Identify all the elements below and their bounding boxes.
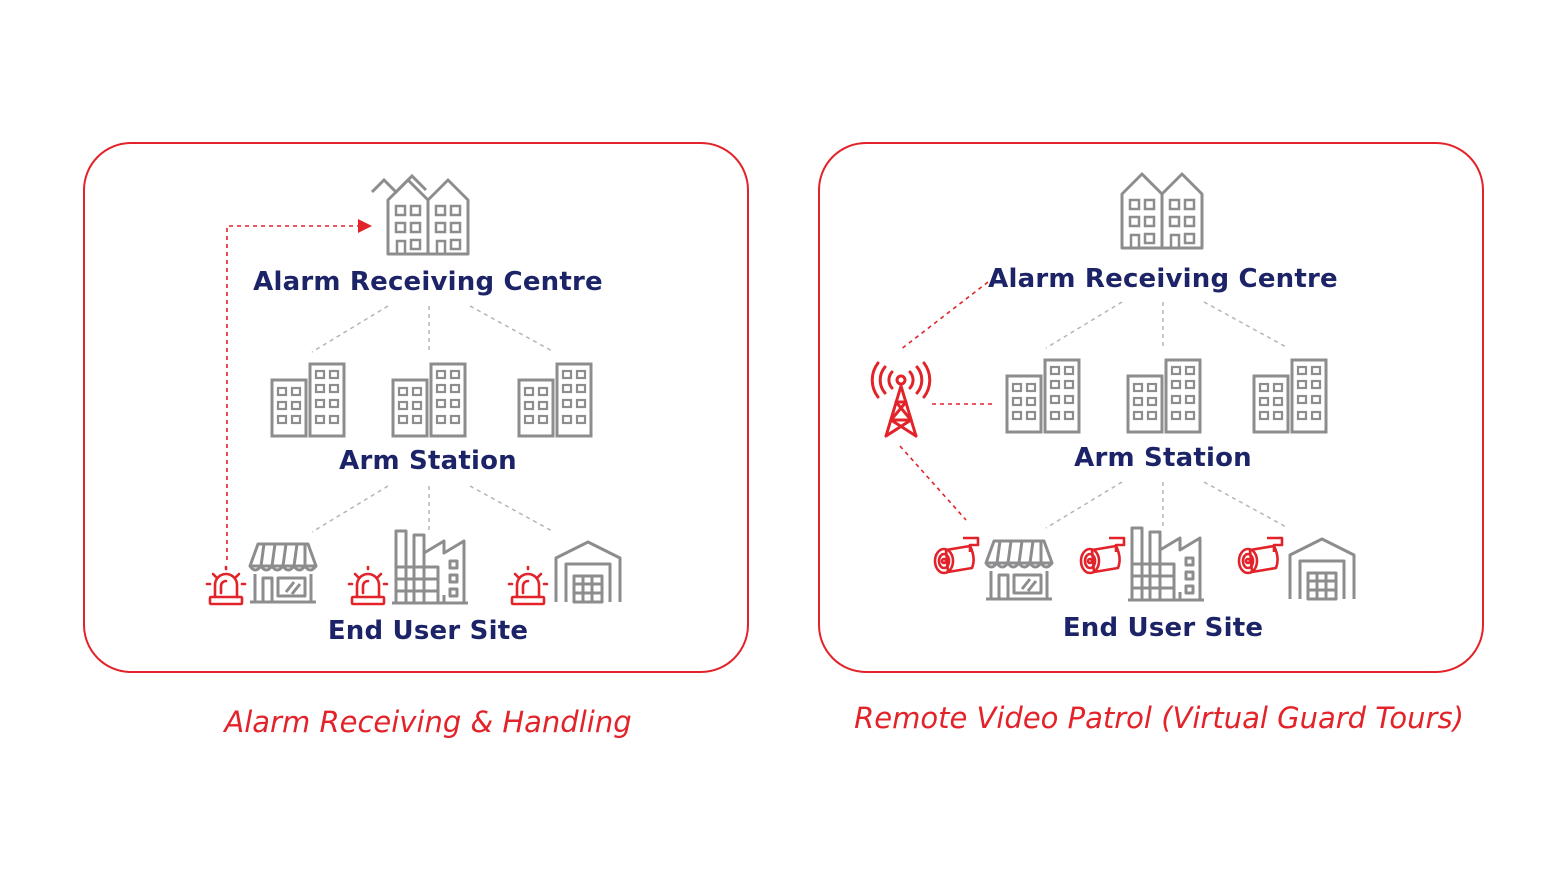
connector-lines (311, 305, 555, 533)
video-patrol-panel (818, 142, 1484, 673)
arc-label: Alarm Receiving Centre (253, 267, 603, 297)
cctv-camera-icon (1237, 536, 1284, 575)
arc-label: Alarm Receiving Centre (988, 264, 1338, 294)
factory-icon (390, 529, 470, 605)
arm-station-label: Arm Station (1074, 443, 1252, 473)
warehouse-icon (1288, 537, 1356, 601)
cctv-camera-icon (933, 536, 980, 575)
apartment-building-icon (1005, 358, 1081, 434)
wireless-signal-path (899, 281, 992, 521)
office-building-icon (386, 178, 470, 256)
arrow-head-icon (358, 219, 372, 233)
shop-icon (248, 542, 318, 604)
office-building-icon (1120, 172, 1204, 250)
alarm-siren-icon (205, 565, 247, 606)
apartment-building-icon (517, 362, 593, 438)
end-user-site-label: End User Site (327, 616, 529, 646)
apartment-building-icon (391, 362, 467, 438)
cctv-camera-icon (1079, 536, 1126, 575)
alarm-siren-icon (507, 565, 549, 606)
alarm-receiving-panel (83, 142, 749, 673)
shop-icon (984, 539, 1054, 601)
end-user-site-label: End User Site (1062, 613, 1264, 643)
apartment-building-icon (1252, 358, 1328, 434)
apartment-building-icon (270, 362, 346, 438)
left-caption: Alarm Receiving & Handling (224, 705, 632, 739)
right-caption: Remote Video Patrol (Virtual Guard Tours… (854, 701, 1464, 735)
connector-lines (1045, 301, 1289, 529)
arm-station-label: Arm Station (339, 446, 517, 476)
radio-tower-icon (870, 361, 932, 438)
factory-icon (1126, 526, 1206, 602)
apartment-building-icon (1126, 358, 1202, 434)
warehouse-icon (554, 540, 622, 604)
alarm-siren-icon (347, 565, 389, 606)
